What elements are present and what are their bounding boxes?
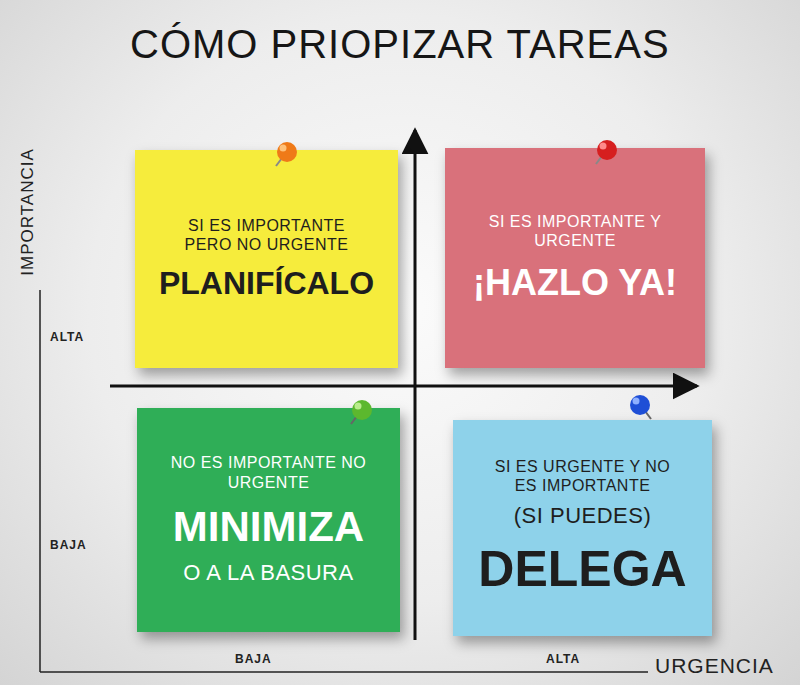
action-word: ¡HAZLO YA!	[473, 261, 677, 304]
push-pin	[276, 142, 297, 166]
note-condition: SI ES URGENTE Y NO ES IMPORTANTE	[483, 457, 683, 495]
axis-level: ALTA	[546, 652, 580, 666]
sticky-note: SI ES IMPORTANTE PERO NO URGENTE PLANIFÍC…	[135, 150, 398, 368]
note-subtext: (SI PUEDES)	[514, 503, 652, 529]
axis-title: URGENCIA	[655, 654, 774, 678]
sticky-note: SI ES IMPORTANTE Y URGENTE ¡HAZLO YA!	[445, 148, 705, 368]
action-word: PLANIFÍCALO	[159, 264, 374, 302]
note-condition: SI ES IMPORTANTE Y URGENTE	[475, 212, 675, 250]
action-word: MINIMIZA	[173, 502, 364, 552]
outer-axis-vertical	[39, 290, 41, 672]
note-condition: NO ES IMPORTANTE NO URGENTE	[169, 453, 369, 491]
axis-level: BAJA	[50, 538, 87, 552]
note-condition: SI ES IMPORTANTE PERO NO URGENTE	[167, 216, 367, 254]
urgency-axis	[110, 385, 697, 388]
axis-level: ALTA	[50, 330, 84, 344]
note-subtext: O A LA BASURA	[183, 560, 353, 586]
push-pin	[630, 395, 651, 419]
axis-title: IMPORTANCIA	[18, 148, 38, 276]
axis-level: BAJA	[235, 652, 272, 666]
push-pin	[351, 400, 372, 424]
sticky-note: SI ES URGENTE Y NO ES IMPORTANTE (SI PUED…	[453, 420, 712, 636]
action-word: DELEGA	[478, 539, 686, 599]
sticky-note: NO ES IMPORTANTE NO URGENTE MINIMIZA O A L…	[137, 408, 400, 632]
outer-axis-horizontal	[40, 671, 648, 673]
push-pin	[596, 140, 617, 164]
title: CÓMO PRIOPIZAR TAREAS	[130, 22, 670, 67]
